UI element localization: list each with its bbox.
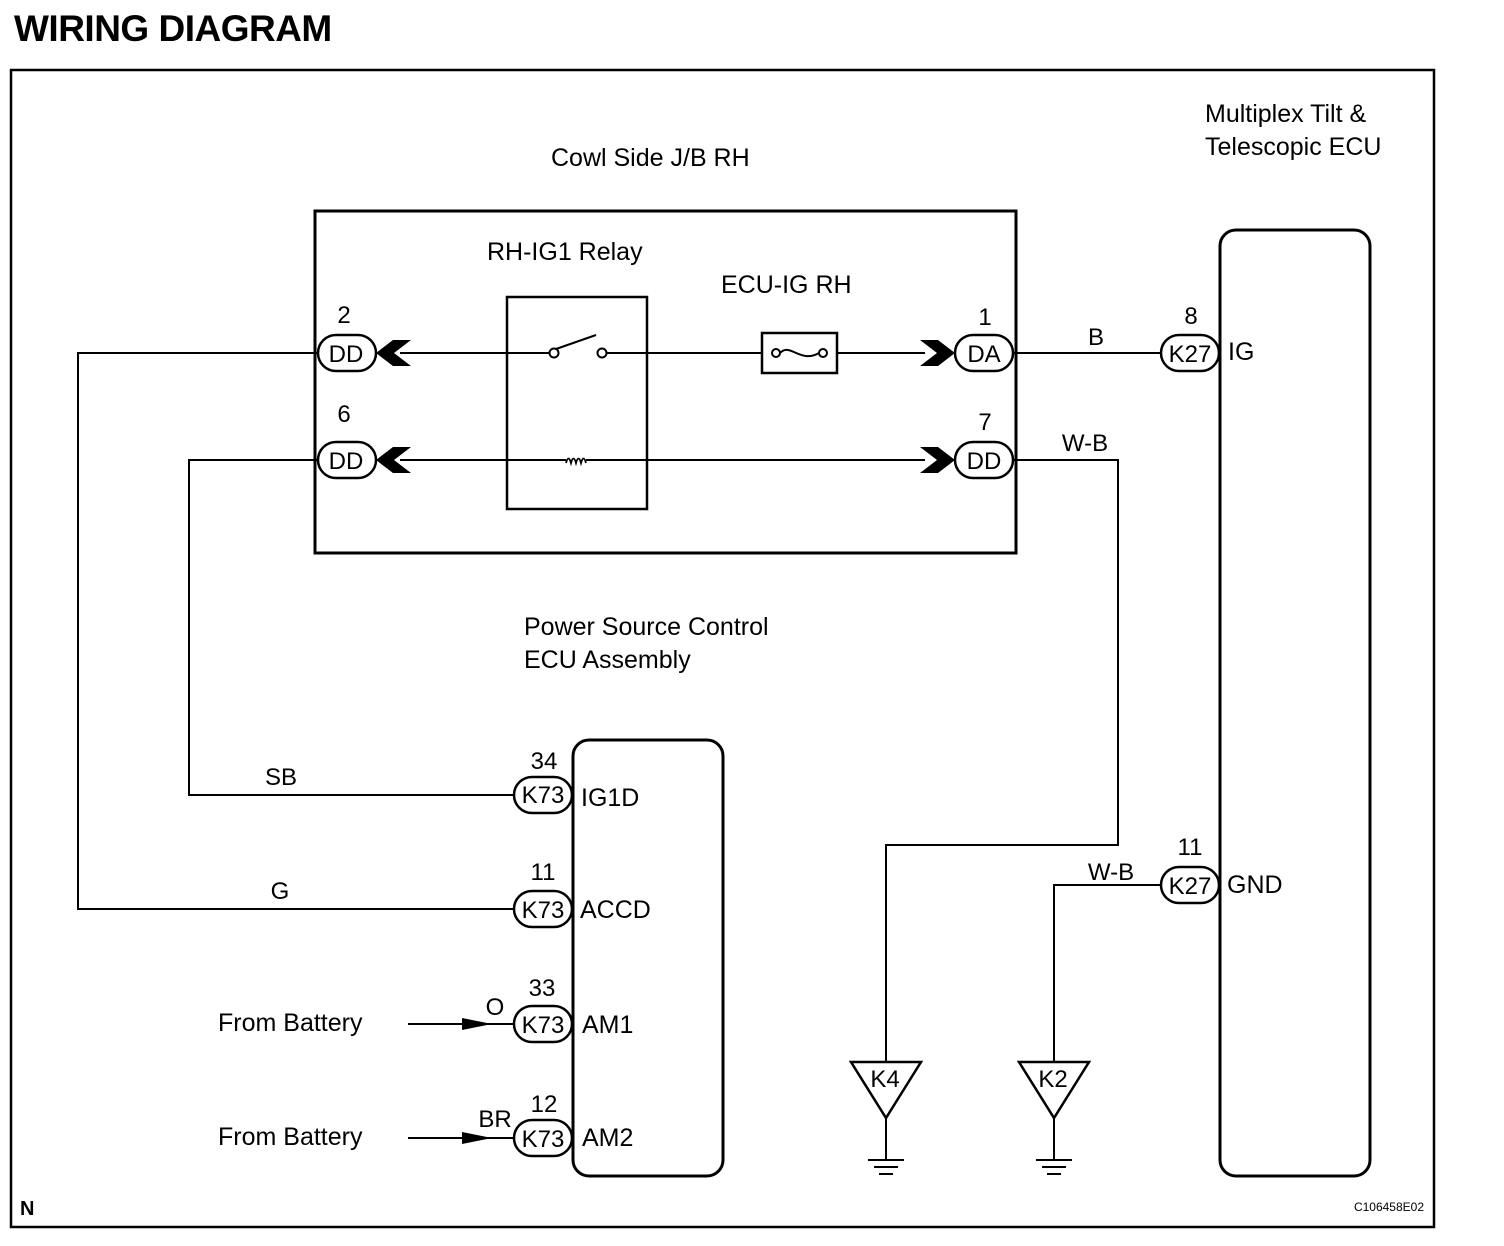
ground-triangle-icon	[1016, 1060, 1092, 1121]
psc-ecu-label-line2: ECU Assembly	[524, 646, 691, 674]
connector-dd-6: 6 DD	[316, 401, 411, 480]
connector-pin-number: 33	[529, 975, 556, 1002]
connector-pin-number: 11	[1178, 834, 1203, 861]
page-title: WIRING DIAGRAM	[14, 8, 332, 49]
connector-code: DA	[967, 341, 1000, 368]
figure-code: C106458E02	[1354, 1200, 1424, 1214]
wire-color-label: B	[1088, 324, 1104, 351]
terminal-name: IG	[1228, 338, 1254, 366]
jb-internal-wires	[400, 352, 925, 461]
terminal-name: AM1	[582, 1011, 633, 1039]
psc-ecu-pin-am1: 33 K73 AM1	[512, 975, 633, 1044]
tilt-ecu-pin-ig: 8 K27 IG	[1159, 303, 1254, 373]
psc-ecu-box	[571, 738, 725, 1178]
terminal-name: ACCD	[580, 896, 651, 924]
diagram-frame	[9, 68, 1436, 1229]
connector-pin-number: 11	[531, 859, 556, 886]
psc-ecu-label-line1: Power Source Control	[524, 613, 769, 641]
connector-code: DD	[967, 448, 1002, 475]
terminal-arrow-icon	[920, 447, 955, 473]
connector-code: K27	[1169, 341, 1212, 368]
junction-block	[313, 209, 1018, 555]
terminal-arrow-icon	[920, 340, 955, 366]
terminal-name: GND	[1227, 871, 1283, 899]
ground-symbol-icon	[868, 1159, 904, 1175]
tilt-ecu-label-line2: Telescopic ECU	[1205, 133, 1381, 161]
relay-coil-icon	[565, 457, 587, 467]
relay-switch-icon	[548, 334, 608, 359]
connector-code: K73	[522, 1012, 565, 1039]
tilt-ecu-label-line1: Multiplex Tilt &	[1205, 100, 1366, 128]
connector-dd-2: 2 DD	[316, 302, 411, 373]
tilt-ecu-pin-gnd: 11 K27 GND	[1159, 834, 1283, 905]
ground-triangle-icon	[848, 1060, 924, 1121]
psc-ecu-pin-accd: 11 K73 ACCD	[512, 859, 651, 929]
external-wires	[77, 352, 1161, 1160]
ground-point-label: K4	[870, 1066, 899, 1093]
terminal-arrow-icon	[376, 340, 411, 366]
terminal-name: AM2	[582, 1124, 633, 1152]
wire-color-label: G	[271, 878, 290, 905]
wire-color-label: W-B	[1088, 859, 1134, 886]
connector-code: K27	[1169, 873, 1212, 900]
connector-code: K73	[522, 1126, 565, 1153]
relay-label: RH-IG1 Relay	[487, 238, 643, 266]
battery-label-am1: From Battery	[218, 1009, 363, 1037]
wire-color-label: W-B	[1062, 430, 1108, 457]
connector-pin-number: 8	[1184, 303, 1197, 330]
connector-pin-number: 1	[978, 304, 991, 331]
ground-point-k4: K4	[848, 1060, 924, 1175]
psc-ecu-pin-ig1d: 34 K73 IG1D	[512, 748, 639, 815]
connector-pin-number: 6	[337, 401, 350, 428]
psc-ecu-pin-am2: 12 K73 AM2	[512, 1091, 633, 1158]
tilt-ecu-box	[1218, 228, 1372, 1178]
fuse-icon	[760, 331, 839, 375]
footer-letter: N	[20, 1198, 34, 1220]
connector-pin-number: 34	[531, 748, 558, 775]
connector-code: DD	[329, 341, 364, 368]
fuse-label: ECU-IG RH	[721, 271, 852, 299]
ground-symbol-icon	[1036, 1159, 1072, 1175]
connector-da-1: 1 DA	[920, 304, 1015, 373]
ground-point-k2: K2	[1016, 1060, 1092, 1175]
relay-box	[505, 295, 649, 511]
connector-pin-number: 12	[531, 1091, 558, 1118]
connector-pin-number: 2	[337, 302, 350, 329]
terminal-name: IG1D	[581, 784, 639, 812]
ground-point-label: K2	[1038, 1066, 1067, 1093]
terminal-arrow-icon	[376, 447, 411, 473]
connector-code: DD	[329, 448, 364, 475]
wire-color-label: BR	[478, 1106, 511, 1133]
connector-code: K73	[522, 897, 565, 924]
wire-color-label: SB	[265, 764, 297, 791]
connector-pin-number: 7	[978, 409, 991, 436]
jb-label: Cowl Side J/B RH	[551, 144, 750, 172]
connector-dd-7: 7 DD	[920, 409, 1015, 480]
wire-color-label: O	[486, 994, 505, 1021]
battery-label-am2: From Battery	[218, 1123, 363, 1151]
connector-code: K73	[522, 782, 565, 809]
